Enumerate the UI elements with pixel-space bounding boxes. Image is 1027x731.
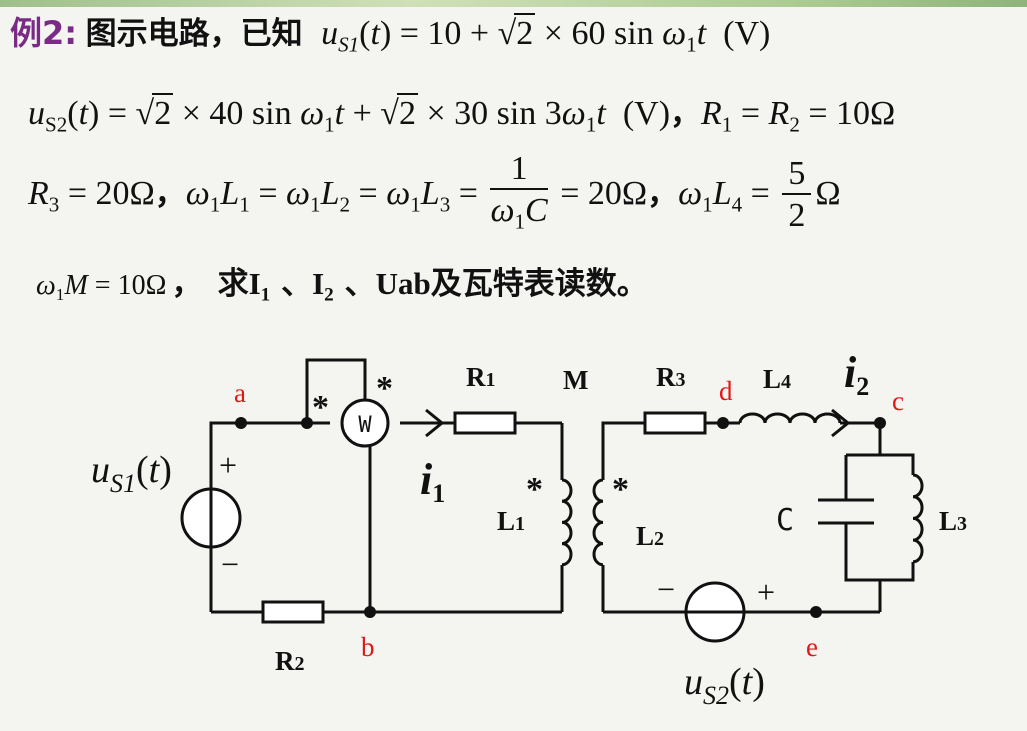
inductor-l1: [561, 478, 573, 567]
current-arrow-i1: [425, 408, 445, 438]
svg-text:*: *: [312, 389, 329, 426]
comma: ，: [171, 266, 203, 302]
node-dots: [235, 417, 886, 618]
source-polarity: + − − +: [219, 447, 775, 610]
inductor-l3: [912, 473, 924, 564]
current-arrow-i2: [831, 408, 851, 438]
polarity-stars: * * * *: [312, 370, 629, 508]
question: 求I1 、I2 、Uab及瓦特表读数。: [217, 266, 648, 306]
node-b-label: b: [361, 632, 375, 662]
voltage-source-us1: [180, 487, 242, 549]
label-l4: L4: [763, 364, 791, 394]
us1-symbol: uS1: [321, 15, 360, 57]
inductor-l2: [592, 478, 604, 567]
label-l1: L1: [497, 506, 525, 536]
label-r3: R3: [656, 362, 686, 392]
svg-text:*: *: [612, 471, 629, 508]
svg-text:*: *: [526, 471, 543, 508]
problem-intro: 图示电路，已知: [85, 16, 303, 52]
wires: [209, 358, 915, 614]
problem-line-2: uS2(t) = √2 × 40 sin ω1t + √2 × 30 sin 3…: [28, 93, 896, 137]
svg-text:−: −: [221, 546, 239, 582]
inductor-l4: [738, 412, 842, 424]
svg-text:+: +: [757, 574, 775, 610]
resistor-r3: [643, 411, 707, 435]
svg-text:−: −: [657, 571, 675, 607]
node-labels: a b c d e: [234, 376, 904, 662]
svg-text:W: W: [358, 413, 372, 438]
label-i1: i1: [420, 455, 445, 508]
us1-definition: (t) = 10 + √2 × 60 sin ω1t (V): [359, 13, 771, 57]
label-r1: R1: [466, 362, 496, 392]
node-d-label: d: [719, 376, 733, 406]
node-a-label: a: [234, 378, 246, 408]
resistor-r2: [261, 600, 325, 624]
node-e-label: e: [806, 632, 818, 662]
label-m: M: [563, 365, 588, 395]
slide-top-border: [0, 0, 1027, 7]
label-us1: uS1(t): [91, 449, 172, 498]
voltage-source-us2: [684, 581, 746, 643]
label-r2: R2: [275, 646, 305, 676]
capacitor-c: [818, 498, 874, 525]
svg-text:+: +: [219, 447, 237, 483]
example-label: 例2:: [10, 14, 78, 52]
svg-text:*: *: [376, 370, 393, 407]
label-i2: i2: [844, 348, 869, 401]
label-l3: L3: [939, 506, 967, 536]
wattmeter: W: [340, 398, 390, 448]
node-c-label: c: [892, 386, 904, 416]
resistor-r1: [453, 411, 517, 435]
label-c: C: [776, 503, 794, 538]
label-l2: L2: [636, 521, 664, 551]
label-us2: uS2(t): [684, 661, 765, 710]
problem-line-4: ω1M = 10Ω ， 求I1 、I2 、Uab及瓦特表读数。: [36, 266, 648, 306]
problem-line-1: 例2: 图示电路，已知 uS1(t) = 10 + √2 × 60 sin ω1…: [10, 8, 770, 57]
